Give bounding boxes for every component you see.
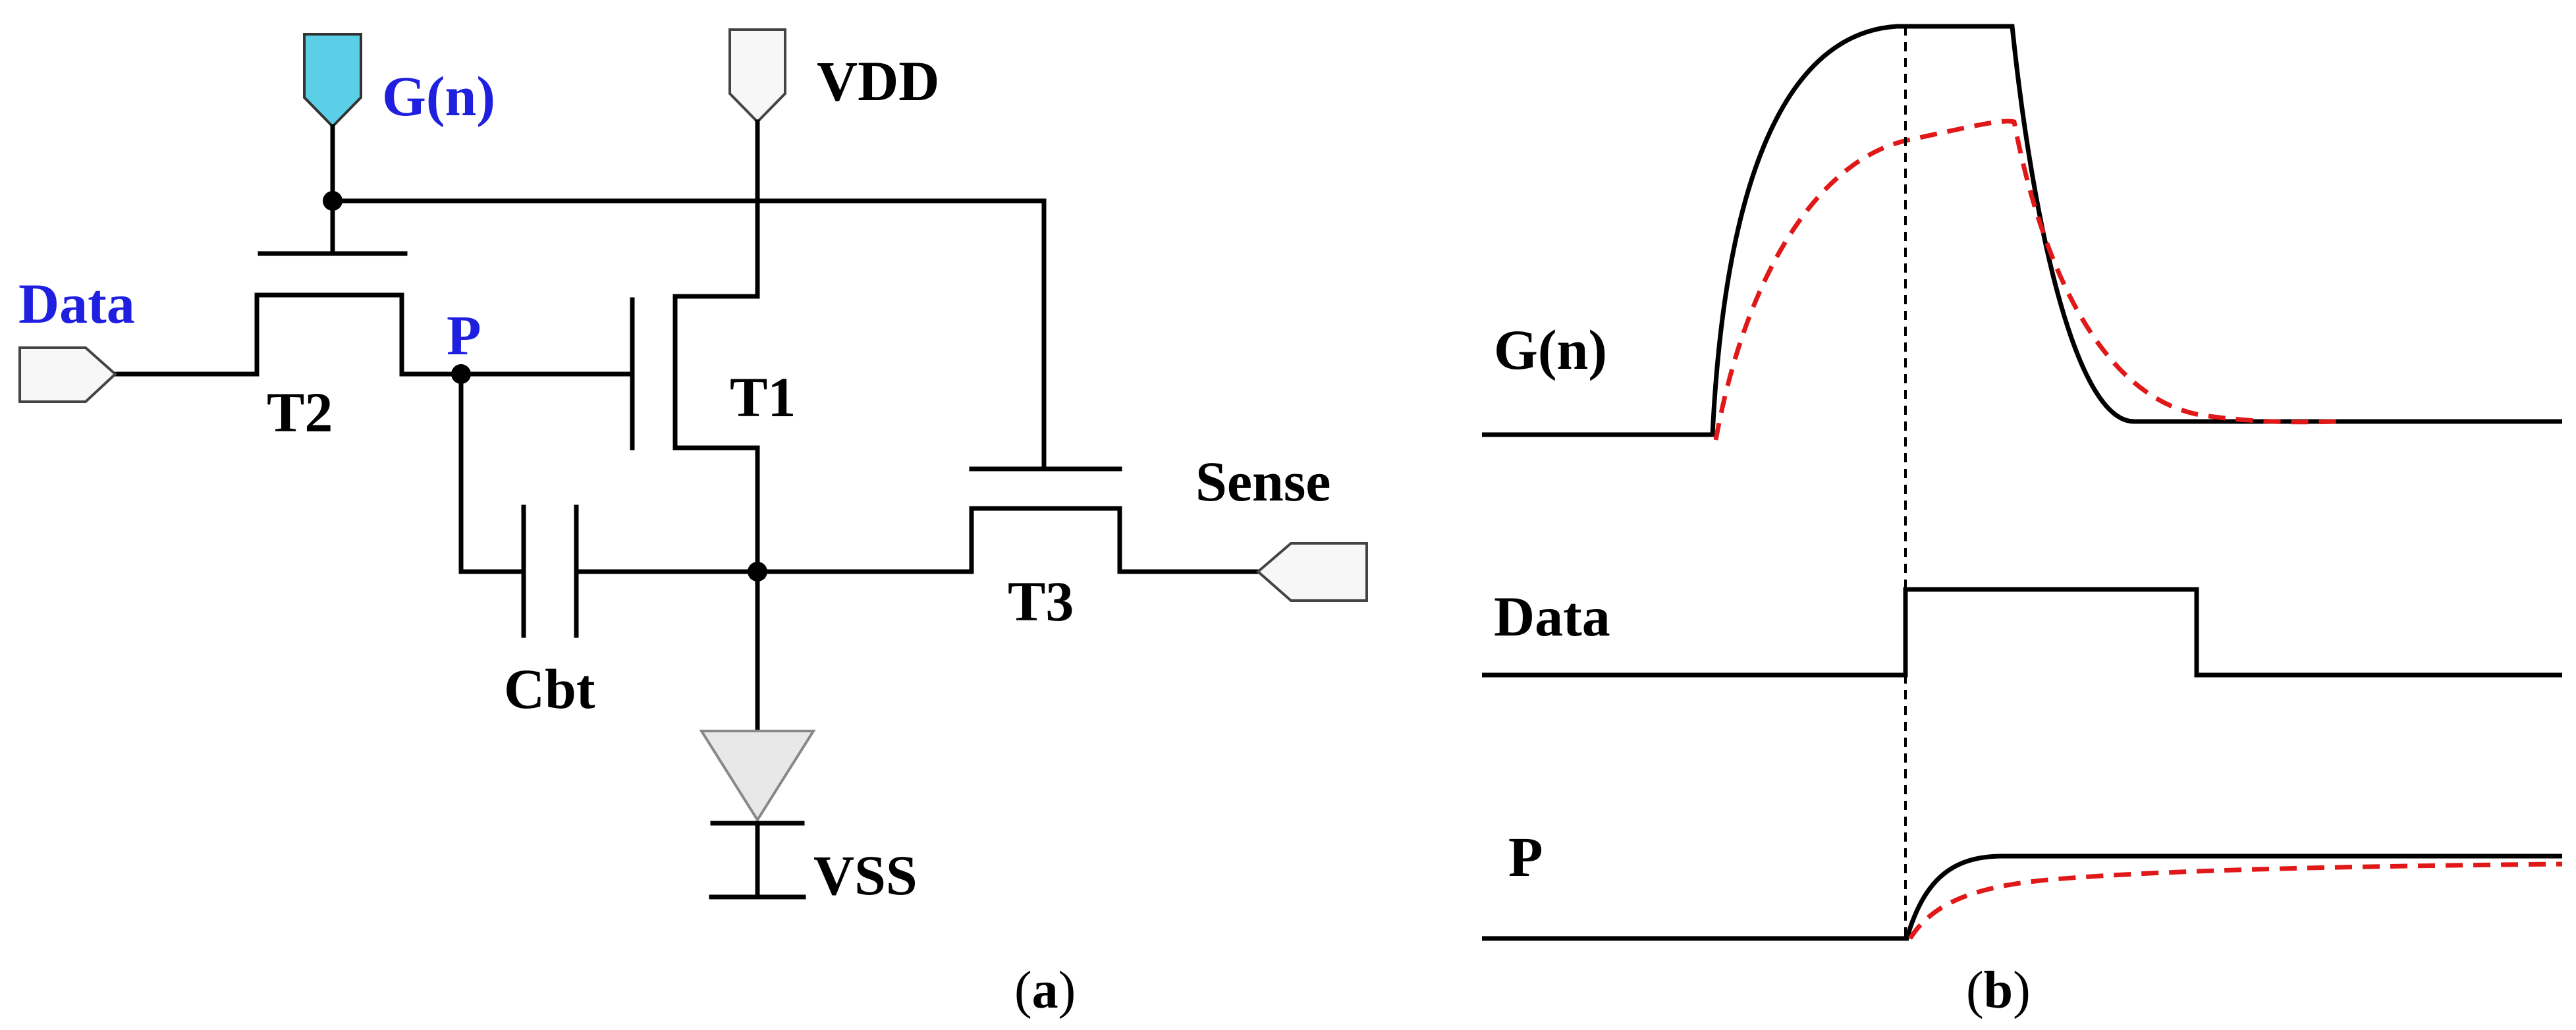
data-waveform [1482,587,2562,678]
p-waveform [1482,854,2562,941]
circuit-label-node-p: P [447,304,481,367]
circuit-label-t3: T3 [1008,570,1074,633]
circuit-label-gate: G(n) [382,65,495,128]
p-waveform-delayed [1908,861,2563,940]
circuit-diagram: G(n) VDD Data P T2 T1 Sense T3 Cbt VSS (… [18,28,1368,1019]
circuit-label-data: Data [18,272,135,335]
circuit-label-t2: T2 [267,381,333,444]
waveform-caption: (b) [1966,962,2031,1019]
oled-diode [699,730,816,823]
p-to-cap-wire [458,371,526,574]
circuit-label-vss: VSS [813,844,918,907]
waveform-label-node-p: P [1508,825,1543,888]
waveform-label-gate: G(n) [1494,318,1607,381]
circuit-label-sense: Sense [1195,450,1330,513]
waveform-label-data: Data [1494,585,1610,648]
t3-channel [969,506,1261,574]
circuit-label-t1: T1 [730,366,796,429]
circuit-caption: (a) [1014,962,1076,1019]
circuit-label-vdd: VDD [817,49,939,113]
waveform-diagram: G(n) Data P (b) [1482,24,2563,1019]
t2-gate [258,198,408,256]
data-terminal [18,346,117,403]
gate-waveform-delayed [1713,119,2345,441]
gate-waveform [1482,24,2562,437]
sense-terminal [1255,542,1368,602]
gate-terminal [303,33,362,128]
capacitor-cbt [521,504,579,638]
vss-wire [709,821,806,900]
t1-channel [672,119,760,574]
circuit-label-capacitor: Cbt [504,657,595,720]
vdd-terminal [728,28,786,124]
gate-wire [330,124,1047,470]
t2-channel [113,292,464,377]
